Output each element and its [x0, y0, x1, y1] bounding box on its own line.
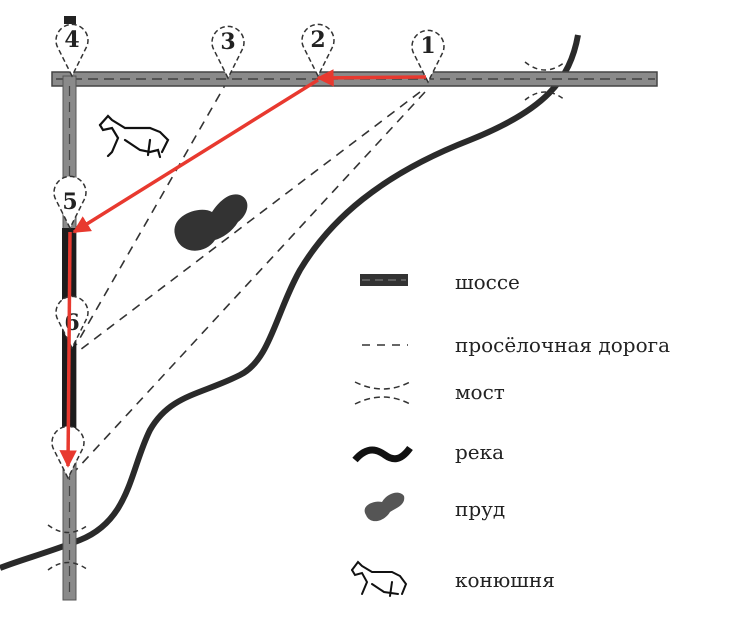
markers: [51, 23, 445, 480]
marker-3: 3: [220, 29, 235, 55]
marker-6: 6: [64, 310, 79, 336]
legend-river-label: река: [455, 440, 505, 464]
marker-4: 4: [64, 27, 79, 53]
route-arrows: [59, 69, 427, 468]
legend-stable-label: конюшня: [455, 568, 555, 592]
marker-1: 1: [420, 33, 435, 59]
river: [0, 34, 581, 571]
legend-symbols: [351, 274, 413, 597]
legend-highway-label: шоссе: [455, 270, 520, 294]
bridge-icon: [47, 61, 566, 571]
dirt-roads: [75, 79, 426, 471]
pond-icon: [174, 194, 248, 251]
legend-bridge-label: мост: [455, 380, 505, 404]
legend-pond-label: пруд: [455, 497, 506, 521]
marker-2: 2: [310, 27, 325, 53]
stable-horse-icon: [98, 114, 170, 159]
marker-5: 5: [62, 189, 77, 215]
marker-square: [64, 16, 76, 24]
legend-dirt-road-label: просёлочная дорога: [455, 333, 671, 357]
